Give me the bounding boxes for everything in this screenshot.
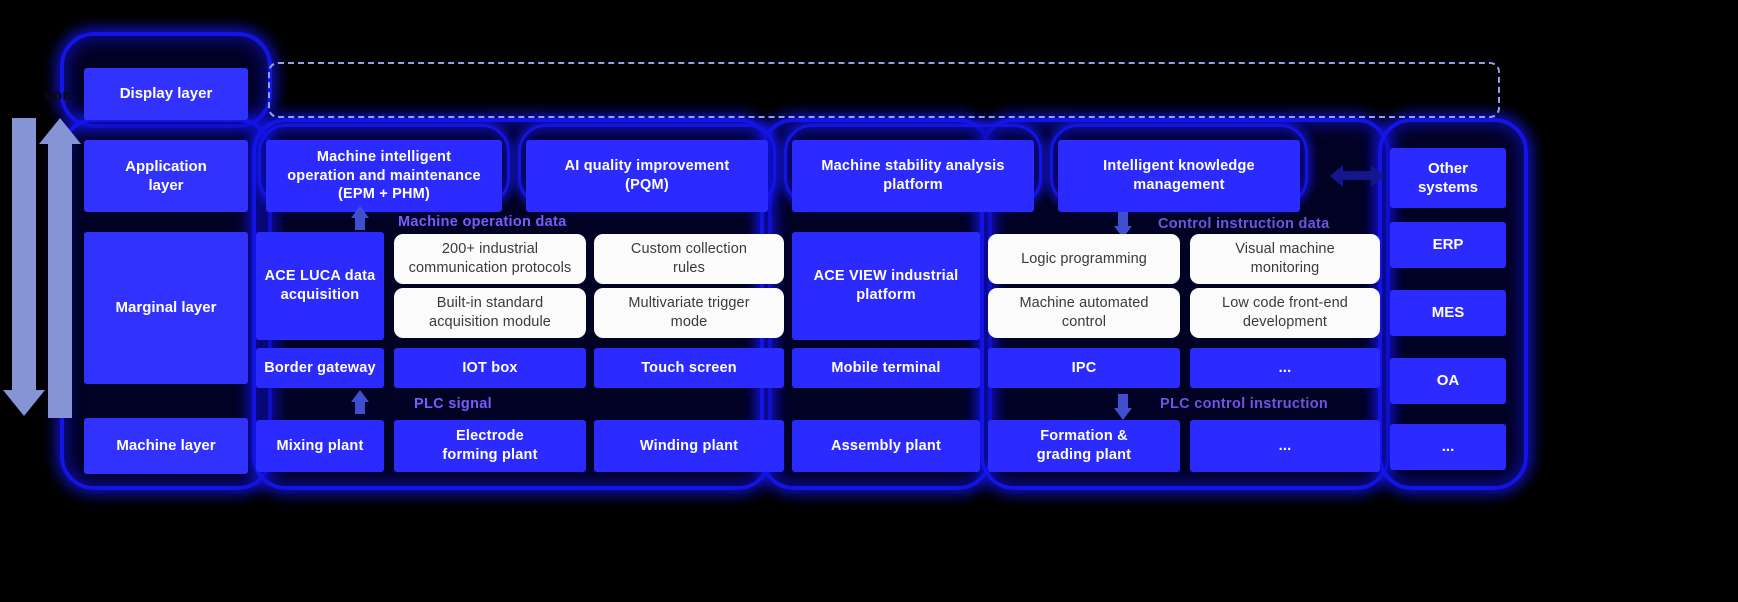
side-system-other-systems[interactable]: Other systems <box>1390 148 1506 208</box>
side-system-erp[interactable]: ERP <box>1390 222 1506 268</box>
marginal-ace-luca-platform[interactable]: ACE LUCA data acquisition <box>256 232 384 340</box>
flow-label-plc-signal: PLC signal <box>414 396 492 412</box>
down-flow-stem-2 <box>1118 394 1128 410</box>
clipped-left-label: tion <box>44 87 72 104</box>
marginal-card-logic-programming[interactable]: Logic programming <box>988 234 1180 284</box>
app-item-intelligent-knowledge-management[interactable]: Intelligent knowledge management <box>1058 140 1300 212</box>
app-item-ai-quality-improvement[interactable]: AI quality improvement (PQM) <box>526 140 768 212</box>
device-border-gateway[interactable]: Border gateway <box>256 348 384 388</box>
device-ipc[interactable]: IPC <box>988 348 1180 388</box>
side-system-oa[interactable]: OA <box>1390 358 1506 404</box>
device-more[interactable]: ... <box>1190 348 1380 388</box>
side-system-more[interactable]: ... <box>1390 424 1506 470</box>
instruction-down-flow-arrow <box>0 118 48 418</box>
machine-assembly-plant[interactable]: Assembly plant <box>792 420 980 472</box>
marginal-card-low-code-development[interactable]: Low code front-end development <box>1190 288 1380 338</box>
machine-more[interactable]: ... <box>1190 420 1380 472</box>
flow-label-plc-control-instruction: PLC control instruction <box>1160 396 1329 412</box>
machine-mixing-plant[interactable]: Mixing plant <box>256 420 384 472</box>
flow-label-machine-operation-data: Machine operation data <box>398 214 567 230</box>
up-flow-arrowhead-1 <box>351 206 369 218</box>
machine-layer-label: Machine layer <box>84 418 248 474</box>
flow-label-control-instruction-data: Control instruction data <box>1158 216 1330 232</box>
device-iot-box[interactable]: IOT box <box>394 348 586 388</box>
marginal-ace-view-platform[interactable]: ACE VIEW industrial platform <box>792 232 980 340</box>
down-flow-stem-1 <box>1118 212 1128 228</box>
up-flow-stem-1 <box>355 214 365 230</box>
marginal-card-builtin-standard-module[interactable]: Built-in standard acquisition module <box>394 288 586 338</box>
side-systems-link-arrow <box>1330 165 1386 187</box>
app-item-machine-intelligent-om[interactable]: Machine intelligent operation and mainte… <box>266 140 502 212</box>
marginal-card-visual-machine-monitoring[interactable]: Visual machine monitoring <box>1190 234 1380 284</box>
down-flow-arrowhead-2 <box>1114 408 1132 420</box>
up-flow-arrowhead-2 <box>351 390 369 402</box>
display-layer-label: Display layer <box>84 68 248 120</box>
display-layer-dashed-band <box>268 62 1500 118</box>
machine-winding-plant[interactable]: Winding plant <box>594 420 784 472</box>
application-layer-label: Application layer <box>84 140 248 212</box>
machine-formation-grading-plant[interactable]: Formation & grading plant <box>988 420 1180 472</box>
side-system-mes[interactable]: MES <box>1390 290 1506 336</box>
up-flow-stem-2 <box>355 398 365 414</box>
marginal-card-machine-automated-control[interactable]: Machine automated control <box>988 288 1180 338</box>
data-up-flow-arrow <box>36 118 84 418</box>
app-item-machine-stability-analysis[interactable]: Machine stability analysis platform <box>792 140 1034 212</box>
marginal-layer-label: Marginal layer <box>84 232 248 384</box>
device-touch-screen[interactable]: Touch screen <box>594 348 784 388</box>
machine-electrode-forming-plant[interactable]: Electrode forming plant <box>394 420 586 472</box>
marginal-card-multivariate-trigger-mode[interactable]: Multivariate trigger mode <box>594 288 784 338</box>
marginal-card-custom-collection-rules[interactable]: Custom collection rules <box>594 234 784 284</box>
marginal-card-industrial-protocols[interactable]: 200+ industrial communication protocols <box>394 234 586 284</box>
device-mobile-terminal[interactable]: Mobile terminal <box>792 348 980 388</box>
